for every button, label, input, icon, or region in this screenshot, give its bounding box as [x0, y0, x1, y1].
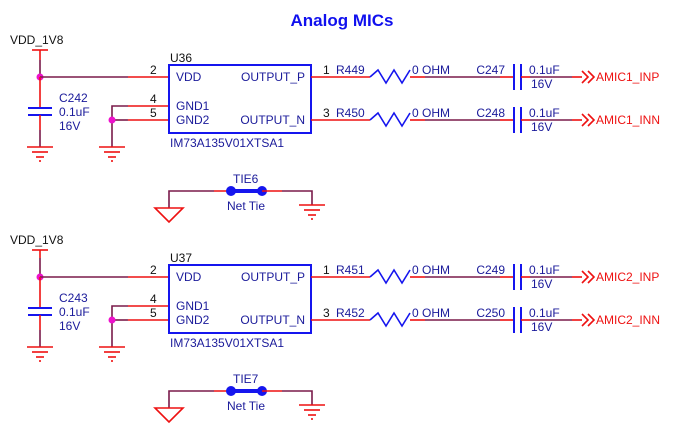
pin-name: OUTPUT_P	[241, 70, 305, 84]
cap-value: 0.1uF	[59, 105, 90, 119]
offpage-connector-icon	[587, 270, 596, 284]
cap-value: 0.1uF	[529, 106, 560, 120]
cap-ref: C248	[476, 106, 505, 120]
ic-part-number: IM73A135V01XTSA1	[170, 336, 284, 350]
cap-ref: C243	[59, 291, 88, 305]
pin-name: GND1	[176, 299, 210, 313]
pin-name: GND1	[176, 99, 210, 113]
cap-voltage: 16V	[531, 120, 552, 134]
offpage-connector-icon	[587, 113, 596, 127]
offpage-connector-icon	[581, 270, 590, 284]
cap-value: 0.1uF	[59, 305, 90, 319]
pin-number: 3	[323, 306, 330, 320]
pin-number: 3	[323, 106, 330, 120]
wire-gnd1	[111, 105, 128, 147]
resistor-icon	[369, 268, 411, 285]
cap-voltage: 16V	[531, 277, 552, 291]
cap-voltage: 16V	[531, 77, 552, 91]
junction-dot	[108, 116, 116, 124]
pin-number: 4	[150, 292, 157, 306]
offpage-connector-icon	[587, 313, 596, 327]
resistor-value: 0 OHM	[412, 106, 450, 120]
net-tie-ref: TIE6	[233, 172, 259, 186]
ic-body	[168, 264, 312, 334]
resistor-value: 0 OHM	[412, 63, 450, 77]
cap-ref: C249	[476, 263, 505, 277]
junction-dot	[108, 316, 116, 324]
ground-icon	[99, 146, 125, 162]
pin-name: VDD	[176, 270, 202, 284]
pin-number: 2	[150, 63, 157, 77]
pin-number: 5	[150, 306, 157, 320]
net-tie: TIE6 Net Tie	[153, 172, 325, 224]
ground-icon	[99, 346, 125, 362]
pin-name: OUTPUT_N	[240, 313, 305, 327]
resistor-value: 0 OHM	[412, 263, 450, 277]
net-tie-label: Net Tie	[227, 399, 265, 413]
ic-ref: U37	[170, 251, 192, 265]
channel-2: VDD_1V8 C243 0.1uF 16V U37	[10, 233, 660, 424]
net-label: AMIC2_INP	[596, 270, 659, 284]
pin-name: OUTPUT_N	[240, 113, 305, 127]
ground-icon	[27, 346, 53, 362]
pin-name: GND2	[176, 113, 210, 127]
offpage-connector-icon	[581, 313, 590, 327]
net-label: AMIC1_INN	[596, 113, 660, 127]
offpage-connector-icon	[587, 70, 596, 84]
wire	[282, 390, 313, 405]
ground-icon	[27, 146, 53, 162]
cap-value: 0.1uF	[529, 63, 560, 77]
ic-part-number: IM73A135V01XTSA1	[170, 136, 284, 150]
cap-voltage: 16V	[59, 319, 80, 333]
ic-ref: U36	[170, 51, 192, 65]
wire	[282, 190, 313, 205]
resistor-ref: R449	[336, 63, 365, 77]
net-tie-label: Net Tie	[227, 199, 265, 213]
power-label-vdd-1v8: VDD_1V8	[10, 233, 64, 247]
cap-voltage: 16V	[531, 320, 552, 334]
resistor-icon	[369, 111, 411, 128]
net-tie-ref: TIE7	[233, 372, 259, 386]
signal-ground-icon	[153, 407, 185, 424]
resistor-icon	[369, 311, 411, 328]
net-label: AMIC1_INP	[596, 70, 659, 84]
net-tie-pad	[226, 386, 236, 396]
net-tie-pad	[226, 186, 236, 196]
offpage-connector-icon	[581, 113, 590, 127]
pin-name: OUTPUT_P	[241, 270, 305, 284]
pin-number: 1	[323, 63, 330, 77]
cap-ref: C242	[59, 91, 88, 105]
pin-name: GND2	[176, 313, 210, 327]
signal-ground-icon	[153, 207, 185, 224]
wire	[168, 190, 214, 208]
power-label-vdd-1v8: VDD_1V8	[10, 33, 64, 47]
pin-name: VDD	[176, 70, 202, 84]
cap-voltage: 16V	[59, 119, 80, 133]
pin-number: 5	[150, 106, 157, 120]
resistor-value: 0 OHM	[412, 306, 450, 320]
page-title: Analog MICs	[291, 11, 394, 30]
ground-icon	[299, 404, 325, 420]
cap-ref: C247	[476, 63, 505, 77]
cap-ref: C250	[476, 306, 505, 320]
pin-number: 1	[323, 263, 330, 277]
net-tie: TIE7 Net Tie	[153, 372, 325, 424]
ic-body	[168, 64, 312, 134]
cap-value: 0.1uF	[529, 263, 560, 277]
ground-icon	[299, 204, 325, 220]
resistor-ref: R451	[336, 263, 365, 277]
pin-number: 4	[150, 92, 157, 106]
channel-1: VDD_1V8 C242 0.1uF 16V	[10, 33, 660, 224]
pin-number: 2	[150, 263, 157, 277]
resistor-icon	[369, 68, 411, 85]
net-label: AMIC2_INN	[596, 313, 660, 327]
offpage-connector-icon	[581, 70, 590, 84]
wire-gnd1	[111, 305, 128, 347]
resistor-ref: R450	[336, 106, 365, 120]
cap-value: 0.1uF	[529, 306, 560, 320]
resistor-ref: R452	[336, 306, 365, 320]
wire	[168, 390, 214, 408]
